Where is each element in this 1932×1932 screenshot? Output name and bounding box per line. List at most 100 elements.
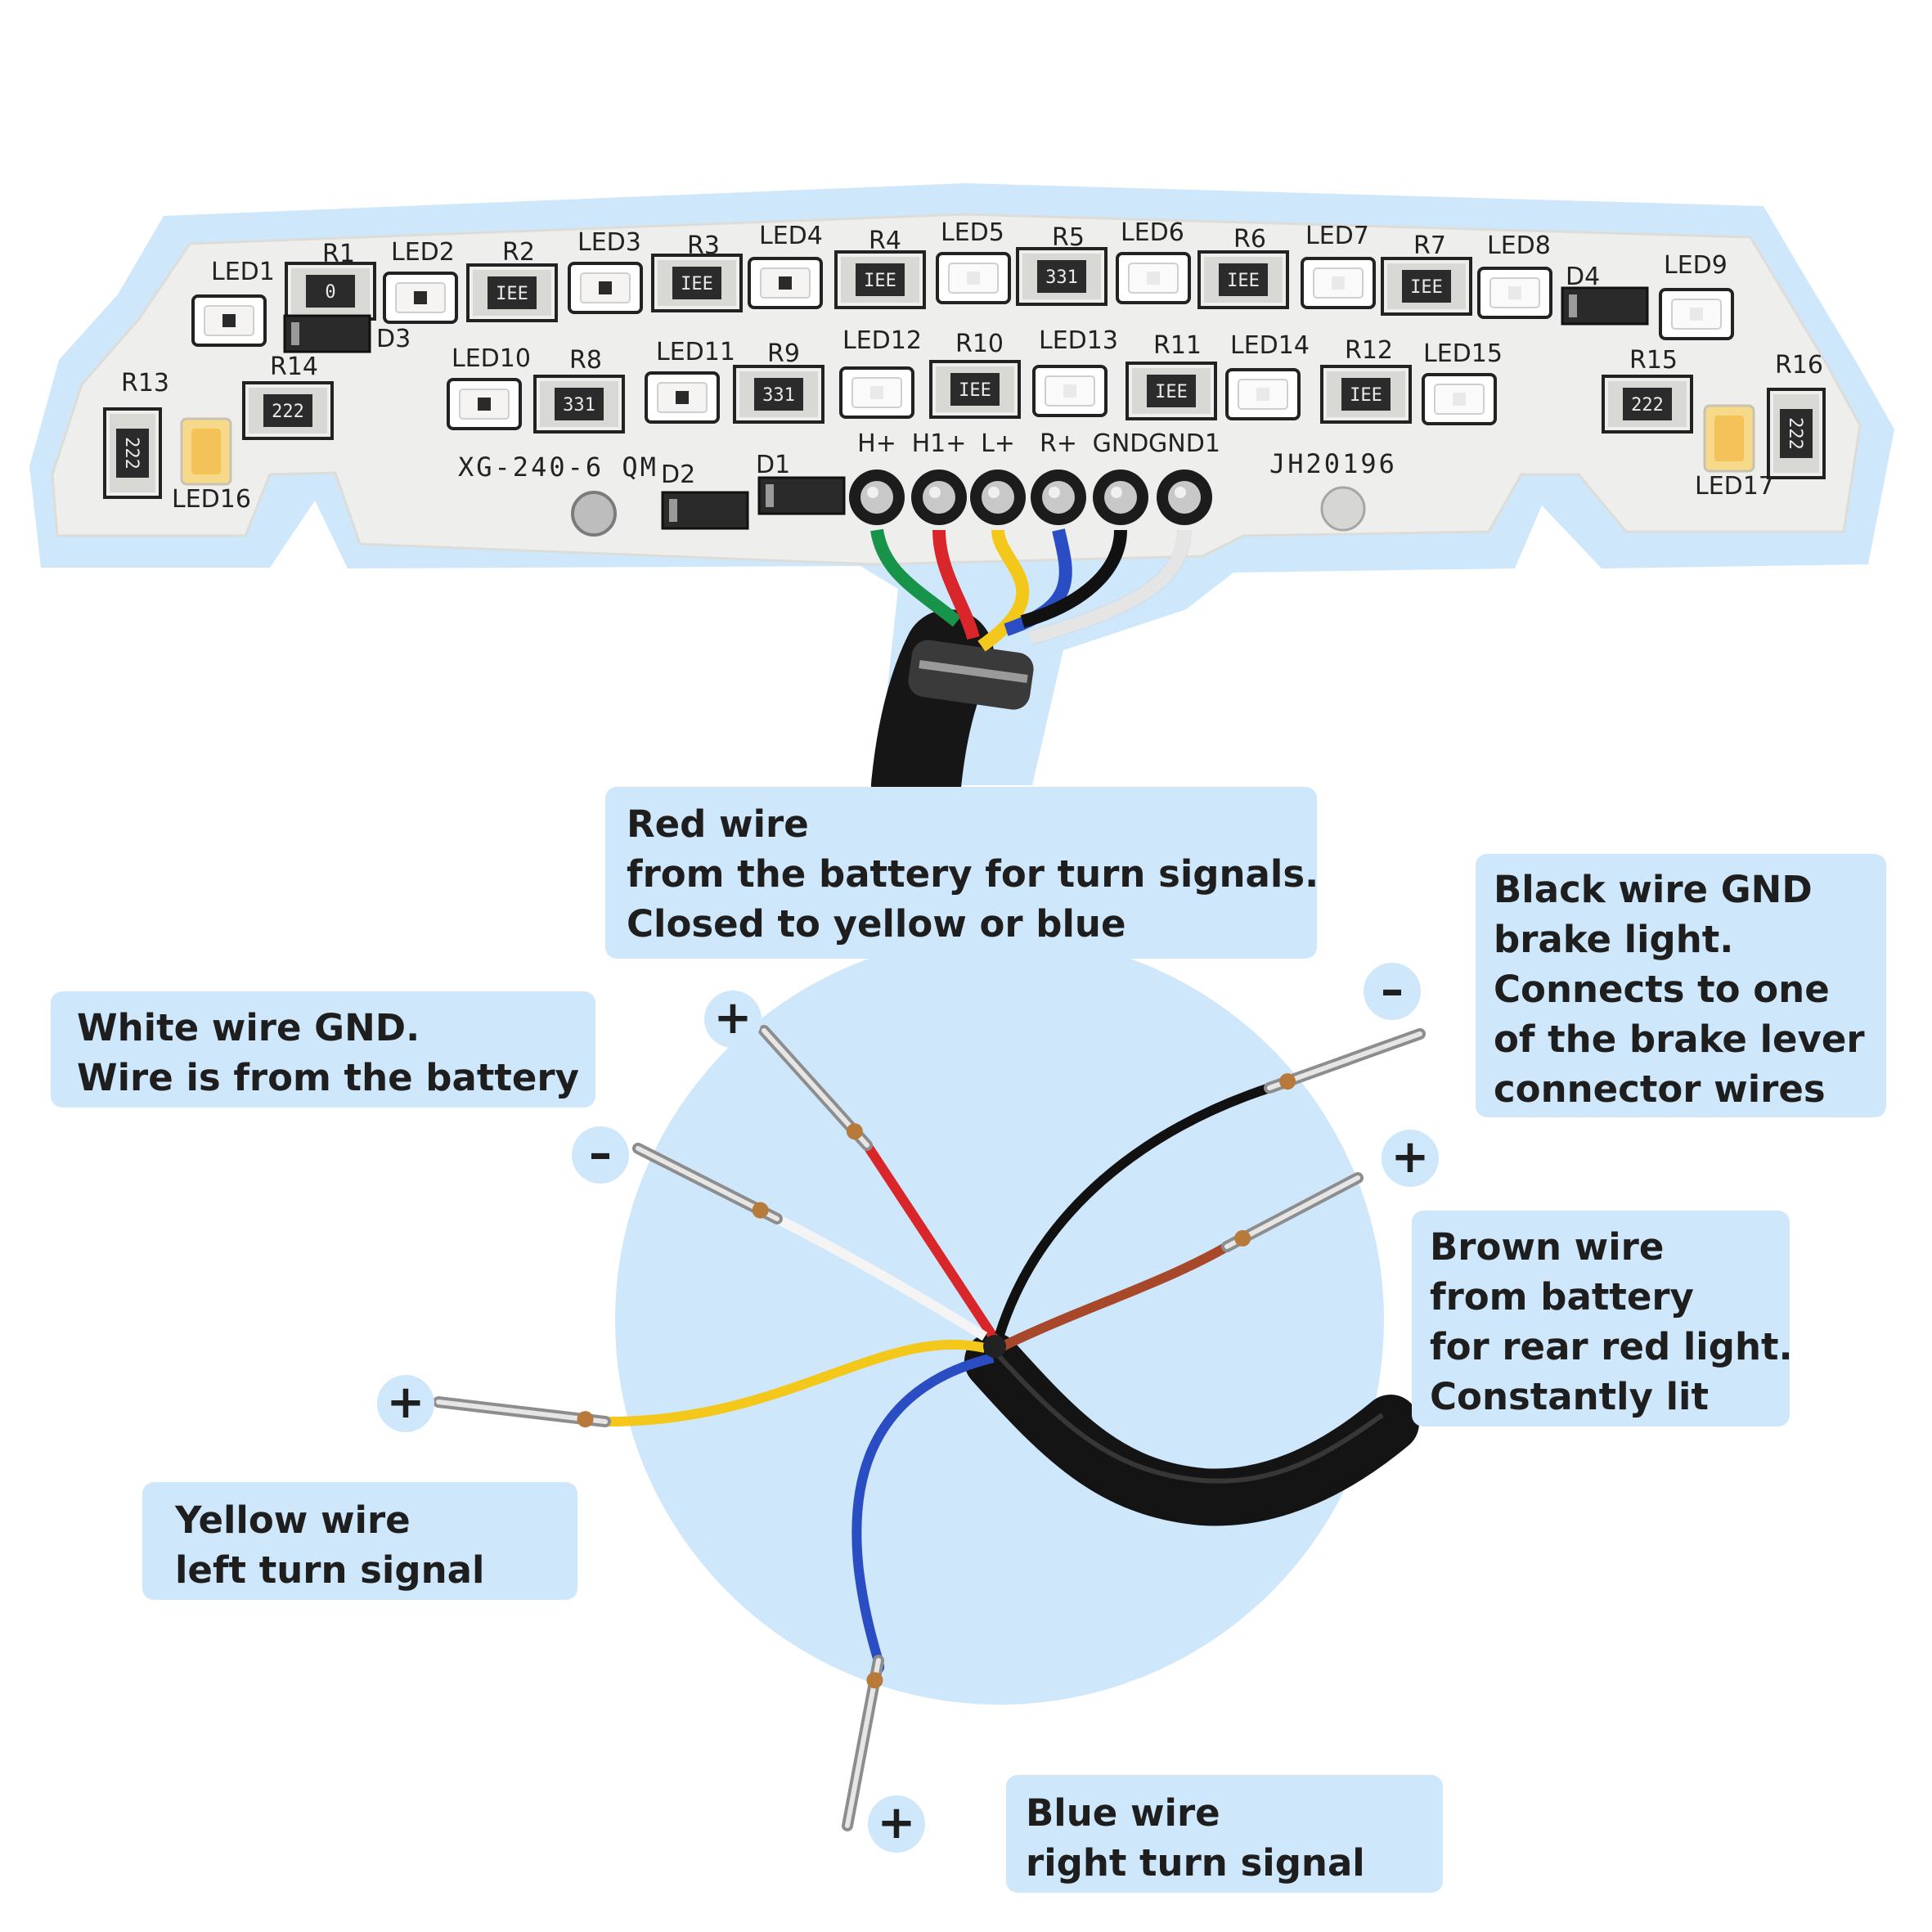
resistor-14: 222 R14 [242, 353, 334, 440]
led-label: LED17 [1695, 472, 1774, 501]
blue-wire [851, 1353, 995, 1674]
resistor-code: IEE [1227, 271, 1260, 291]
white-wire-callout-line-2: Wire is from the battery [77, 1056, 579, 1099]
brown-wire-terminal [1221, 1172, 1364, 1252]
led-label: LED2 [391, 238, 455, 267]
led-10: LED10 [447, 344, 531, 430]
led-5: LED5 [936, 218, 1011, 304]
resistor-label: R12 [1345, 336, 1393, 365]
resistor-label: R10 [955, 330, 1004, 358]
resistor-code: 222 [272, 402, 304, 422]
led-label: LED12 [842, 326, 922, 355]
solder-pad-1: H+ [849, 429, 905, 525]
red-wire-callout-line-1: Red wire [627, 802, 809, 846]
mount-hole-icon [1320, 486, 1366, 532]
diode-4: D4 [1561, 263, 1649, 326]
yellow-wire-callout-line-1: Yellow wire [175, 1498, 411, 1542]
resistor-code: 331 [1045, 267, 1078, 288]
resistor-code: IEE [959, 380, 991, 401]
wire-fan [433, 1025, 1426, 1831]
black-wire [995, 1083, 1271, 1337]
white-wire-terminal [632, 1143, 783, 1224]
board-serial-code: JH20196 [1269, 448, 1397, 479]
led-label: LED11 [656, 338, 735, 366]
led-7: LED7 [1301, 222, 1376, 309]
led-label: LED7 [1305, 222, 1369, 250]
blue-wire-terminal [842, 1655, 884, 1831]
led-11: LED11 [645, 338, 735, 424]
solder-pad-label: GND [1093, 429, 1149, 458]
brown-wire-callout-line-3: for rear red light. [1430, 1325, 1793, 1368]
solder-pad-label: H+ [857, 429, 896, 458]
resistor-label: R4 [869, 227, 901, 255]
resistor-code: IEE [681, 274, 713, 294]
resistor-label: R6 [1233, 225, 1266, 254]
resistor-code: IEE [496, 284, 528, 304]
resistor-label: R2 [502, 238, 535, 267]
white-wire-minus-sign: – [572, 1126, 629, 1184]
led-2: LED2 [383, 238, 458, 324]
yellow-wire [604, 1339, 986, 1427]
led-label: LED6 [1121, 218, 1184, 247]
blue-wire-callout-line-1: Blue wire [1026, 1791, 1220, 1835]
led-15: LED15 [1422, 339, 1503, 425]
resistor-2: IEE R2 [466, 238, 558, 322]
black-wire-callout: Black wire GND brake light. Connects to … [1476, 854, 1886, 1117]
brown-wire-callout: Brown wire from battery for rear red lig… [1412, 1211, 1793, 1427]
black-wire-callout-line-5: connector wires [1494, 1067, 1826, 1111]
led-12: LED12 [839, 326, 922, 419]
resistor-code: 222 [121, 437, 142, 470]
brown-wire-callout-line-2: from battery [1430, 1275, 1694, 1319]
board-cable [870, 528, 1192, 830]
led-1: LED1 [191, 258, 275, 347]
resistor-12: IEE R12 [1320, 336, 1412, 424]
led-label: LED15 [1423, 339, 1503, 368]
black-wire-minus-sign: – [1364, 963, 1421, 1020]
diode-label: D3 [376, 325, 411, 353]
black-wire-callout-line-4: of the brake lever [1494, 1018, 1865, 1061]
solder-pad-label: GND1 [1148, 429, 1220, 458]
led-label: LED9 [1664, 251, 1728, 280]
red-wire-callout-line-2: from the battery for turn signals. [627, 852, 1319, 896]
resistor-label: R15 [1629, 346, 1678, 375]
white-wire-callout: White wire GND. Wire is from the battery [51, 991, 595, 1108]
resistor-label: R8 [569, 346, 602, 375]
led-14: LED14 [1225, 331, 1310, 420]
blue-wire-plus-sign: + [868, 1795, 925, 1853]
solder-pad-6: GND1 [1148, 429, 1220, 525]
led-label: LED4 [759, 222, 823, 250]
led-label: LED14 [1230, 331, 1310, 360]
led-label: LED5 [941, 218, 1004, 247]
black-wire-callout-line-1: Black wire GND [1494, 868, 1813, 911]
resistor-6: IEE R6 [1197, 225, 1289, 309]
led-13: LED13 [1032, 326, 1118, 417]
led-8: LED8 [1477, 231, 1552, 319]
resistor-code: IEE [1350, 385, 1382, 406]
resistor-1: 0R1 [285, 240, 376, 321]
solder-pad-label: H1+ [912, 429, 967, 458]
black-wire-callout-line-3: Connects to one [1494, 968, 1830, 1011]
resistor-label: R13 [121, 369, 169, 398]
solder-pad-2: H1+ [911, 429, 967, 525]
solder-pad-4: R+ [1031, 429, 1086, 525]
resistor-label: R14 [270, 353, 318, 381]
main-cable [964, 1332, 1419, 1526]
brown-wire-callout-line-1: Brown wire [1430, 1225, 1665, 1269]
solder-pad-5: GND [1093, 429, 1149, 525]
board-model-code: XG-240-6 QM [458, 452, 658, 483]
black-wire-callout-line-2: brake light. [1494, 918, 1734, 961]
led-16: LED16 [172, 417, 251, 514]
solder-pad-3: L+ [970, 429, 1026, 525]
diode-2: D2 [661, 461, 749, 530]
screw-icon [571, 491, 617, 537]
led-label: LED3 [577, 228, 641, 257]
